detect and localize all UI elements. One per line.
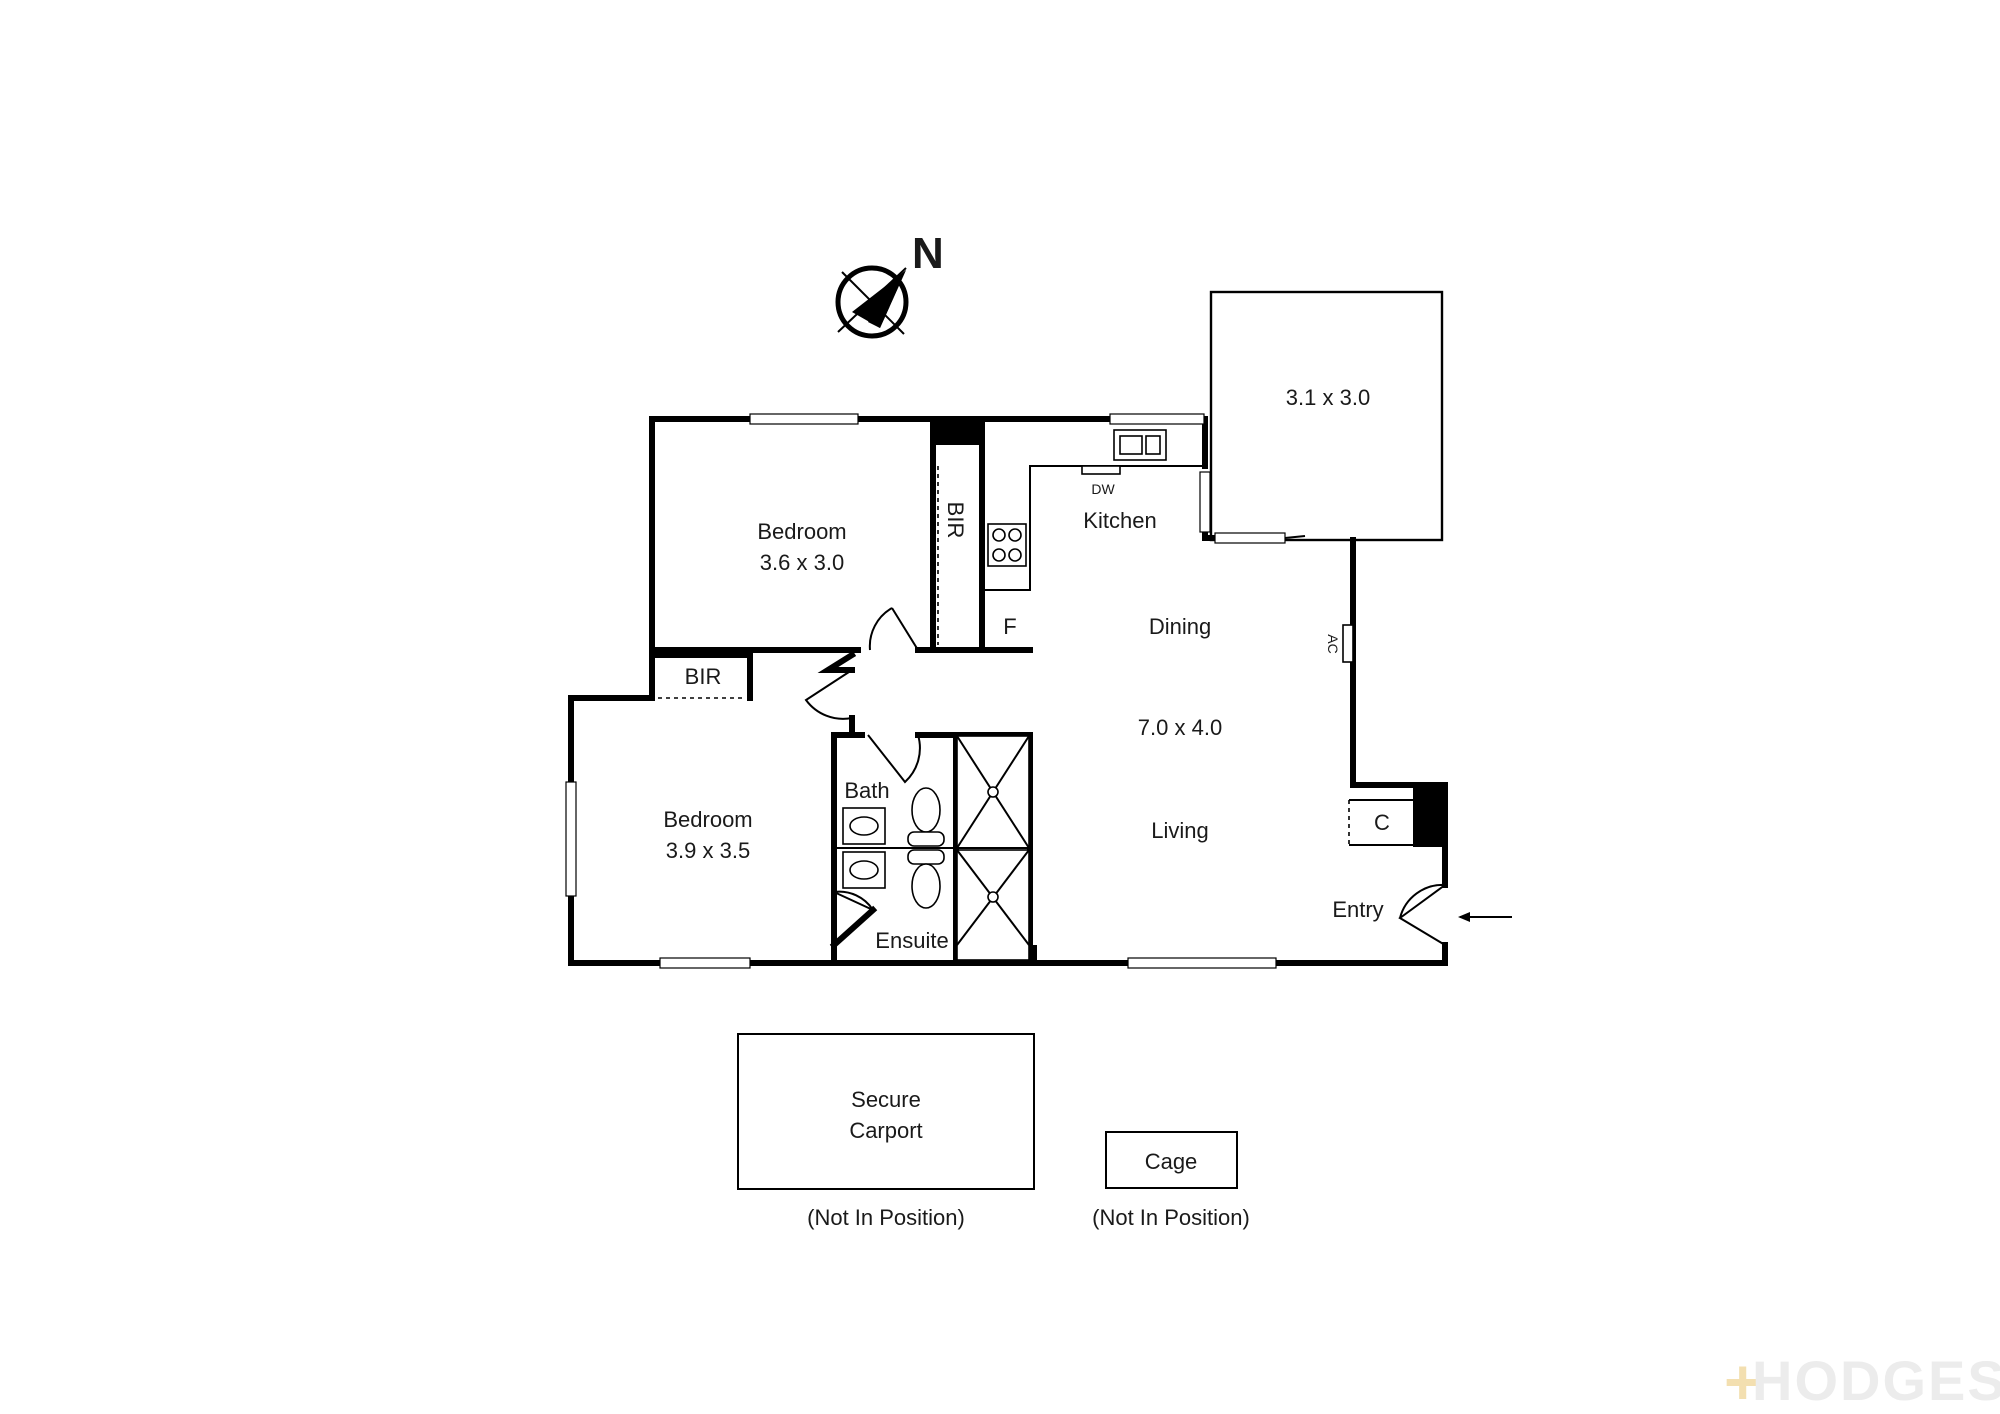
balcony-outline <box>1209 290 1444 542</box>
cooktop-icon <box>987 523 1027 567</box>
door-ensuite[interactable] <box>833 890 874 911</box>
shower-upper <box>956 735 1030 849</box>
ac-label: AC <box>1325 634 1341 653</box>
entry-arrow-icon <box>1458 912 1512 922</box>
bedroom2-dims: 3.9 x 3.5 <box>666 838 750 863</box>
basin-icon-2 <box>842 851 886 889</box>
toilet-icon <box>907 787 945 847</box>
cage-note: (Not In Position) <box>1092 1205 1250 1230</box>
living-dims: 7.0 x 4.0 <box>1138 715 1222 740</box>
wall-column-c <box>1413 785 1445 847</box>
north-arrow-icon <box>835 265 909 339</box>
carport-box <box>737 1033 1035 1190</box>
north-label: N <box>912 229 944 278</box>
window-living-bottom <box>1127 957 1277 969</box>
basin-icon <box>842 807 886 845</box>
sliding-door-balcony <box>1214 532 1286 544</box>
balcony-dims: 3.1 x 3.0 <box>1286 385 1370 410</box>
carport-line1: Secure <box>851 1087 921 1112</box>
bedroom2-name: Bedroom <box>663 807 752 832</box>
bedroom1-dims: 3.6 x 3.0 <box>760 550 844 575</box>
fridge-label: F <box>1003 614 1016 639</box>
door-bath[interactable] <box>867 734 921 784</box>
sink-icon <box>1113 429 1167 461</box>
bath-label: Bath <box>844 778 889 803</box>
bir2-label: BIR <box>685 664 722 689</box>
dining-label: Dining <box>1149 614 1211 639</box>
ensuite-label: Ensuite <box>875 928 948 953</box>
wall-column-top <box>933 419 983 445</box>
exterior-walls <box>568 416 1448 966</box>
cage-box <box>1105 1131 1238 1189</box>
cage-label: Cage <box>1145 1149 1198 1174</box>
cupboard-label: C <box>1374 810 1390 835</box>
sliding-door-track <box>1284 535 1306 539</box>
window-bedroom2-bottom <box>659 957 751 969</box>
watermark-logo: HODGES <box>1752 1349 2000 1412</box>
dishwasher-label: DW <box>1091 481 1115 497</box>
door-bedroom2[interactable] <box>804 669 853 720</box>
window-bedroom1 <box>749 413 859 425</box>
kitchen-label: Kitchen <box>1083 508 1156 533</box>
entry-label: Entry <box>1332 897 1383 922</box>
window-kitchen-side <box>1199 471 1211 533</box>
toilet-icon-2 <box>907 849 945 909</box>
carport-note: (Not In Position) <box>807 1205 965 1230</box>
bir1-label: BIR <box>943 502 968 539</box>
window-bedroom2-left <box>565 781 577 897</box>
carport-line2: Carport <box>849 1118 922 1143</box>
window-kitchen <box>1109 413 1205 425</box>
dishwasher-mark <box>1081 465 1121 475</box>
living-label: Living <box>1151 818 1208 843</box>
ac-unit-icon <box>1342 624 1354 663</box>
watermark-plus: + <box>1724 1346 1761 1414</box>
door-entry[interactable] <box>1398 883 1446 946</box>
door-bedroom1[interactable] <box>868 607 919 651</box>
bedroom1-name: Bedroom <box>757 519 846 544</box>
shower-lower <box>956 849 1030 961</box>
